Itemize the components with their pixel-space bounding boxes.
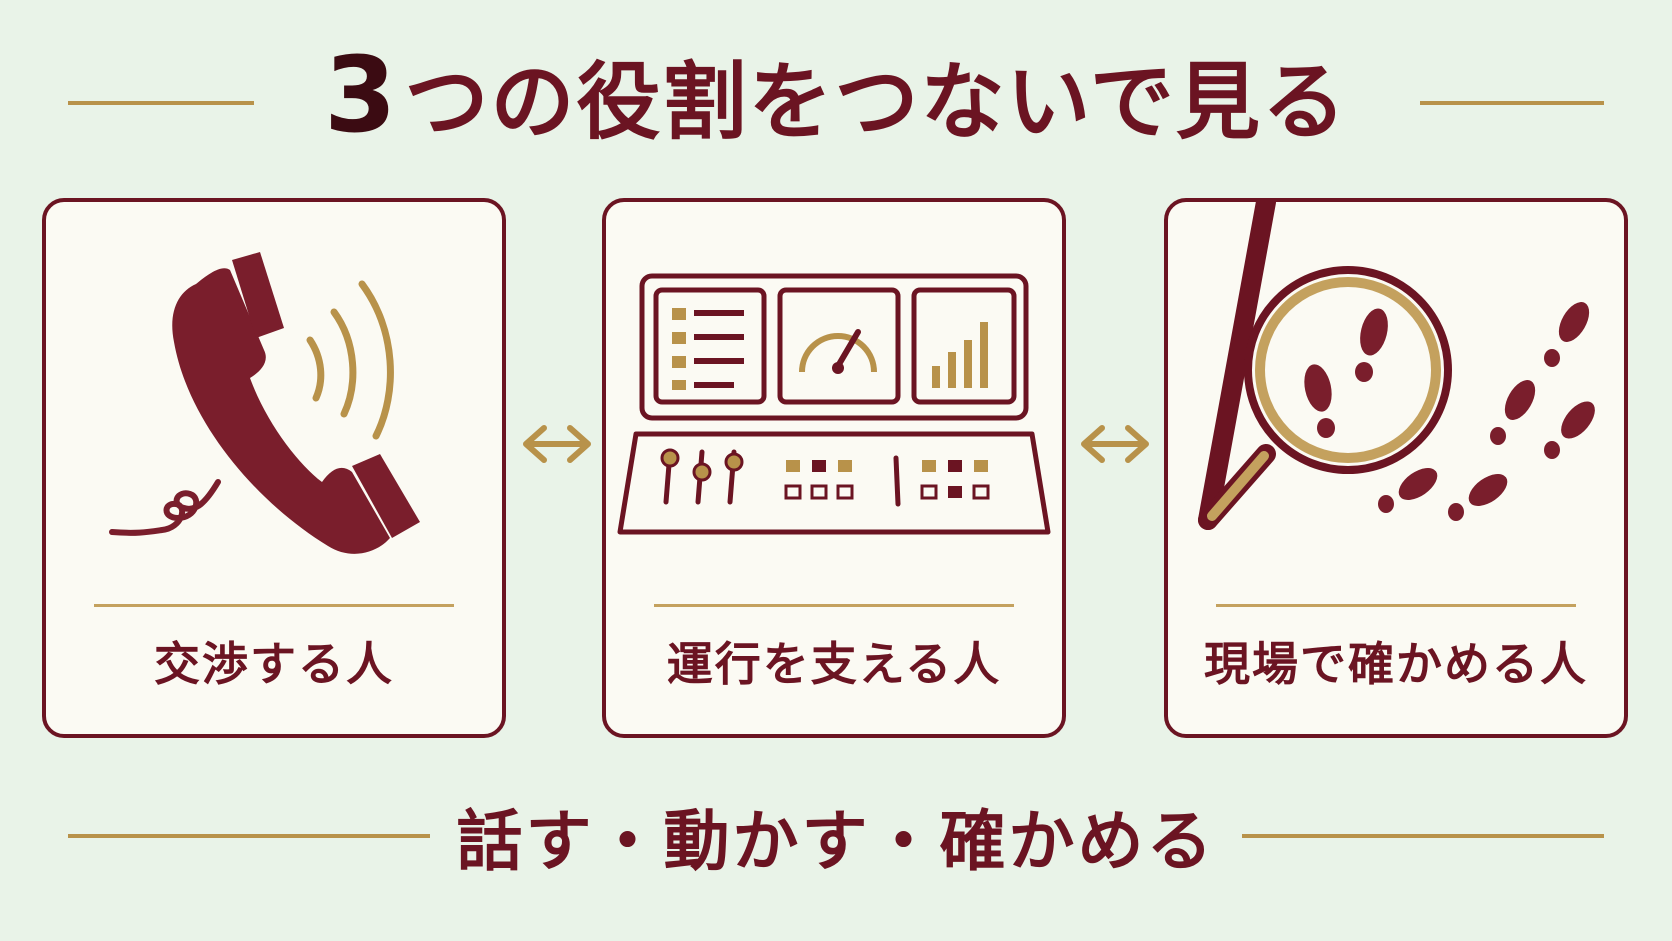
page-title: 3つの役割をつないで見る xyxy=(0,40,1672,157)
phone-icon xyxy=(109,252,420,554)
card-field-checker: 現場で確かめる人 xyxy=(1164,198,1628,738)
card-divider xyxy=(94,604,454,607)
card-label: 運行を支える人 xyxy=(666,637,1002,691)
magnifier-footprints-icon xyxy=(1198,202,1595,530)
title-rule-left xyxy=(68,101,254,105)
card-label: 交渉する人 xyxy=(154,637,394,691)
card-label: 現場で確かめる人 xyxy=(1204,637,1588,691)
card-negotiator: 交渉する人 xyxy=(42,198,506,738)
subtitle-rule-left xyxy=(68,834,430,838)
subtitle: 話す・動かす・確かめる xyxy=(456,803,1216,880)
bidirectional-arrow-icon xyxy=(523,425,591,463)
card-divider xyxy=(1216,604,1576,607)
title-number: 3 xyxy=(324,34,399,156)
card-divider xyxy=(654,604,1014,607)
bidirectional-arrow-icon xyxy=(1081,425,1149,463)
control-panel-icon xyxy=(617,273,1051,535)
title-text: つの役割をつないで見る xyxy=(404,53,1348,151)
title-rule-right xyxy=(1420,101,1604,105)
subtitle-rule-right xyxy=(1242,834,1604,838)
card-operations: 運行を支える人 xyxy=(602,198,1066,738)
